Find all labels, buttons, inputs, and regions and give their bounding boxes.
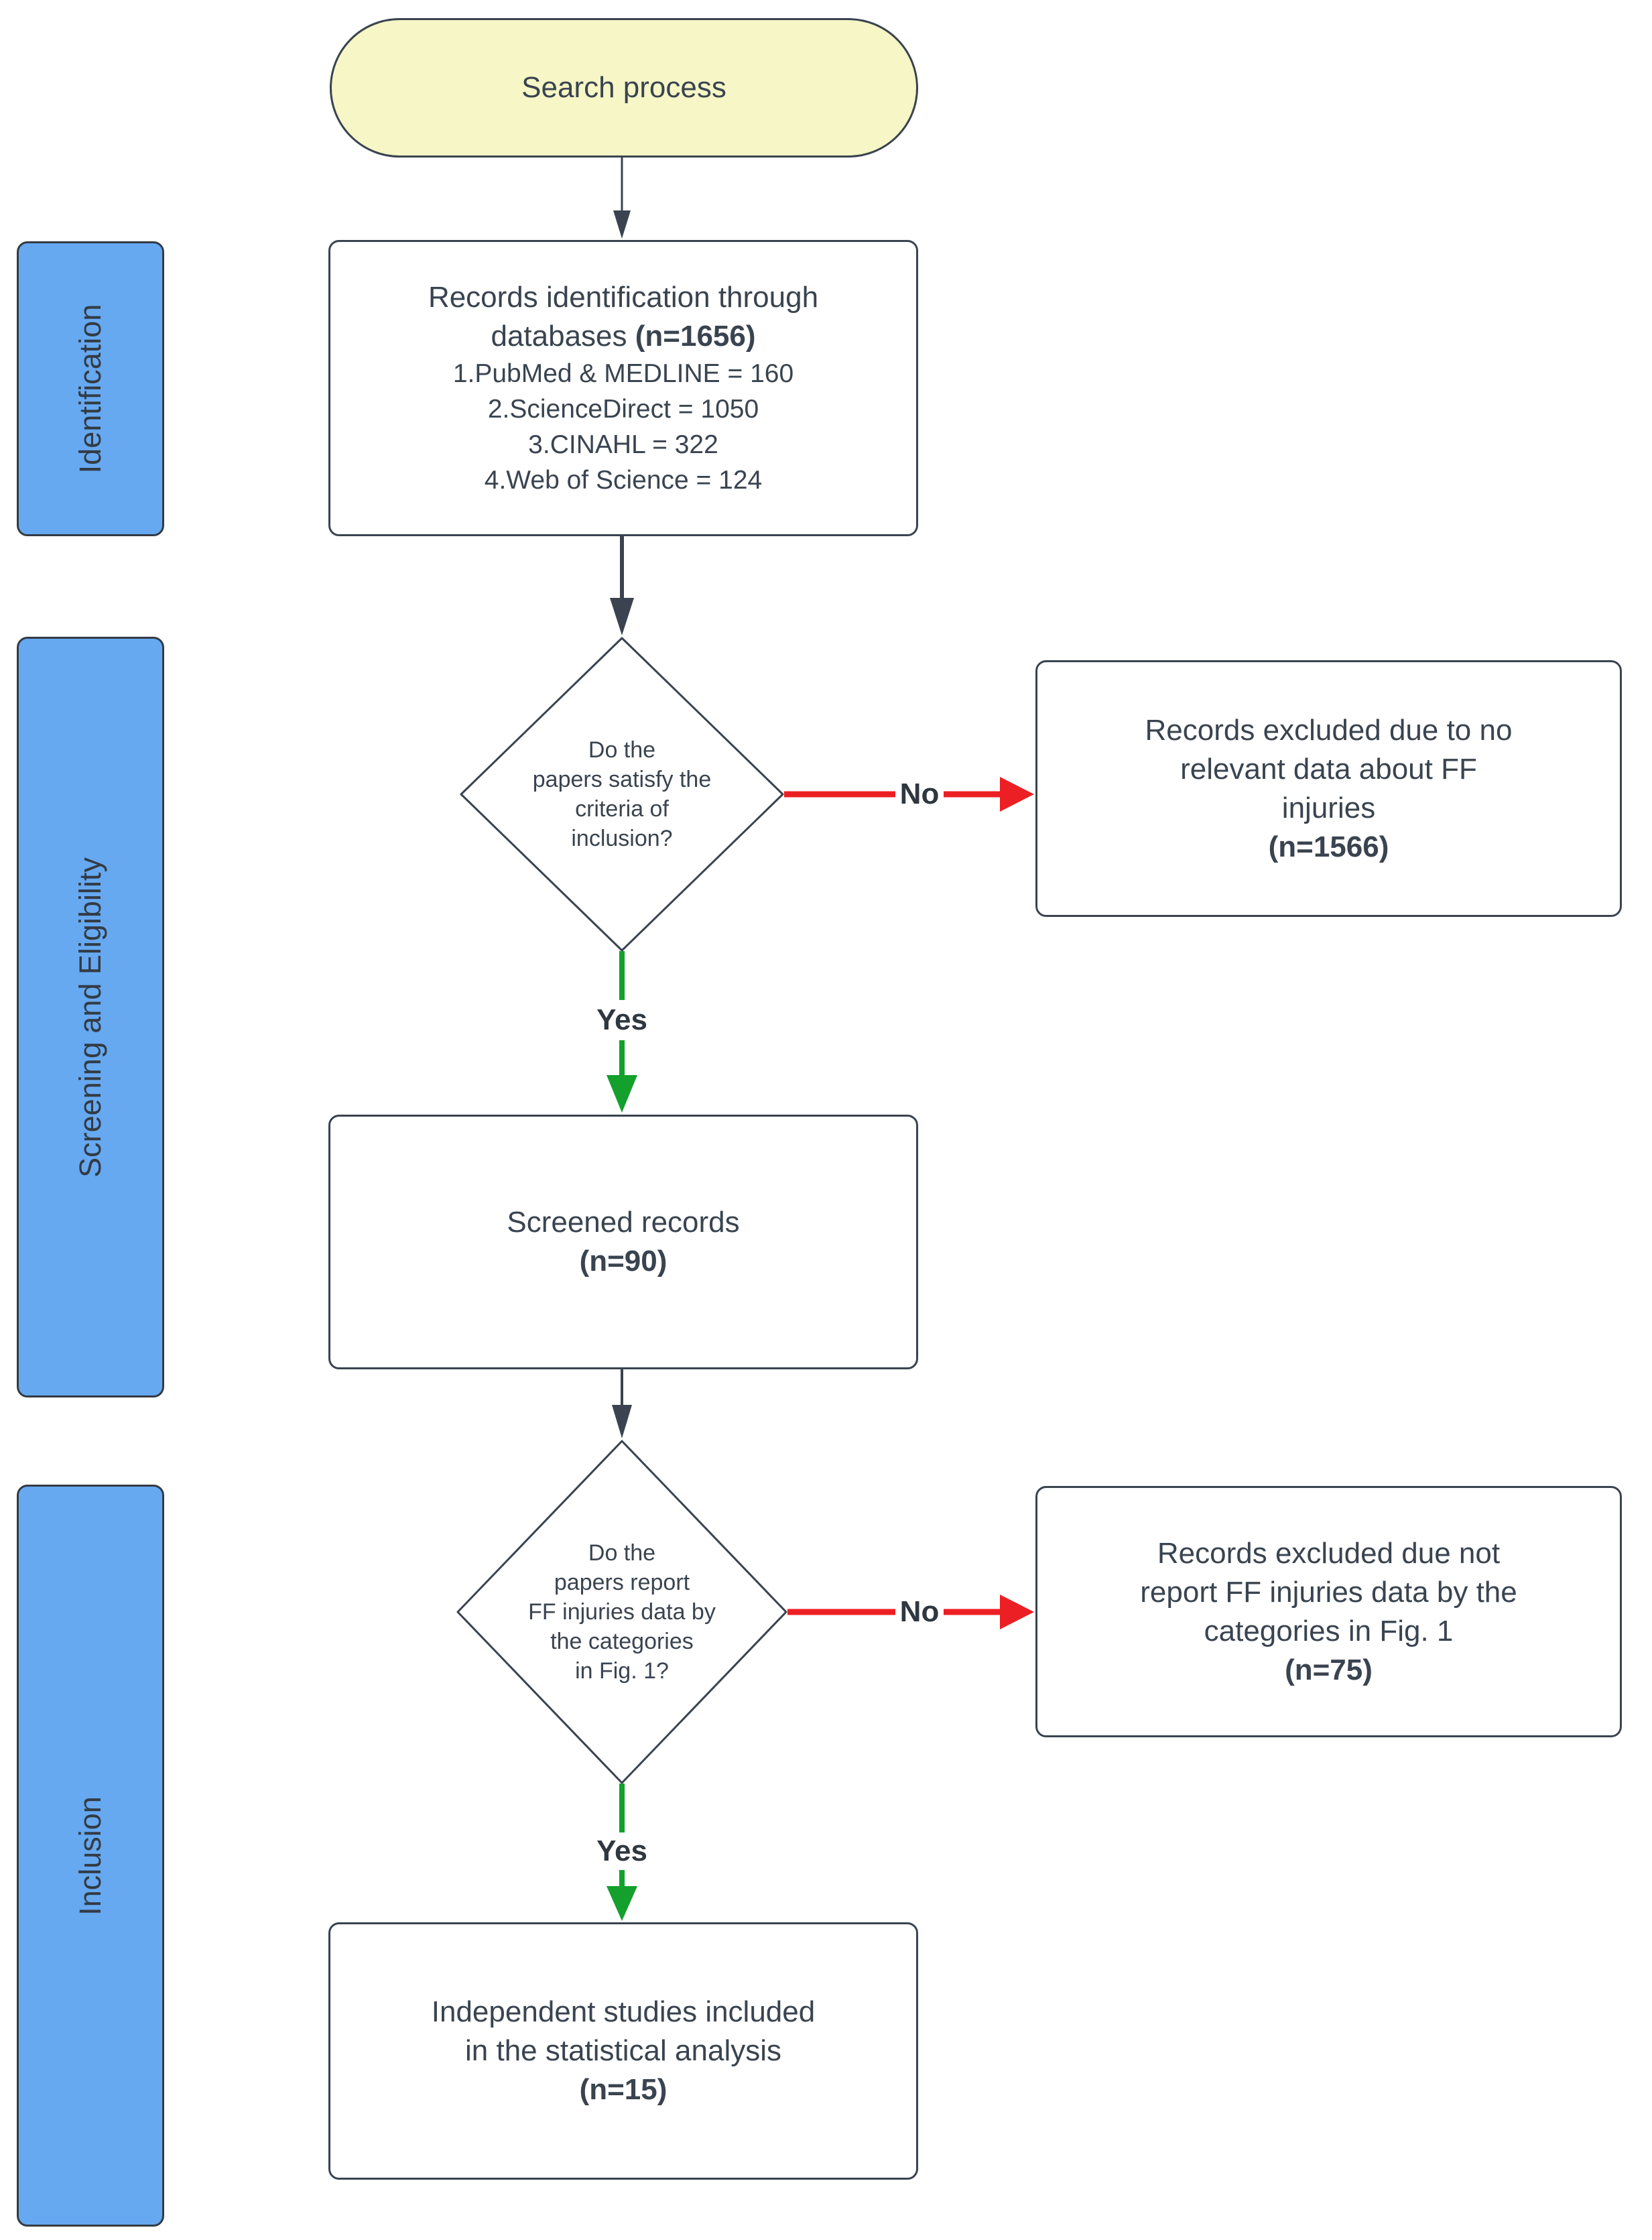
screened-records-count: (n=90) <box>579 1245 668 1278</box>
excluded1-line2: relevant data about FF <box>1180 752 1477 786</box>
yes-label-1: Yes <box>596 1003 647 1036</box>
arrow-no2-head <box>1000 1595 1034 1629</box>
database-item-web-of-science: 4.Web of Science = 124 <box>484 466 763 495</box>
decision2-line1: Do the <box>588 1540 656 1566</box>
arrow-yes1-head <box>607 1075 637 1113</box>
decision2-line4: the categories <box>550 1629 694 1654</box>
decision1-text: Do the papers satisfy the criteria of in… <box>533 735 711 853</box>
no-label-1: No <box>899 777 940 810</box>
excluded2-line1: Records excluded due not <box>1157 1536 1501 1570</box>
screened-records-label: Screened records <box>507 1206 740 1239</box>
records-identification-box: Records identification through databases… <box>328 240 918 536</box>
arrow-screened-to-decision2-head <box>612 1405 632 1438</box>
decision2-text: Do the papers report FF injuries data by… <box>528 1538 716 1686</box>
excluded2-line3: categories in Fig. 1 <box>1204 1614 1454 1647</box>
database-item-sciencedirect: 2.ScienceDirect = 1050 <box>487 395 759 424</box>
arrow-start-to-identification-head <box>613 210 631 239</box>
section-inclusion-label: Inclusion <box>73 1796 107 1916</box>
decision1-shape <box>460 637 784 952</box>
records-identification-title-line1: Records identification through <box>428 281 819 314</box>
included-line2: in the statistical analysis <box>465 2034 781 2067</box>
arrow-identification-to-decision1-head <box>610 598 634 635</box>
included-count: (n=15) <box>579 2073 668 2106</box>
excluded1-line3: injuries <box>1281 791 1376 824</box>
records-identification-title-line2: databases (n=1656) <box>491 317 755 356</box>
section-screening-eligibility-label: Screening and Eligibility <box>73 857 107 1178</box>
decision2-line3: FF injuries data by <box>528 1599 716 1625</box>
included-studies-box: Independent studies included in the stat… <box>328 1922 918 2180</box>
decision1-line4: inclusion? <box>571 826 673 851</box>
section-screening-eligibility: Screening and Eligibility <box>17 637 164 1397</box>
decision1-line3: criteria of <box>575 796 669 822</box>
excluded2-count: (n=75) <box>1285 1653 1373 1686</box>
decision2-line5: in Fig. 1? <box>575 1658 669 1684</box>
included-line1: Independent studies included <box>431 1995 816 2028</box>
excluded-box-2: Records excluded due not report FF injur… <box>1035 1486 1622 1737</box>
excluded1-line1: Records excluded due to no <box>1145 713 1513 747</box>
arrow-yes2-head <box>607 1886 637 1921</box>
no-label-2: No <box>899 1595 940 1628</box>
database-item-pubmed: 1.PubMed & MEDLINE = 160 <box>452 359 794 388</box>
screened-records-box: Screened records (n=90) <box>328 1115 918 1369</box>
start-node: Search process <box>330 18 918 158</box>
records-identification-title-line2-text: databases <box>491 320 627 353</box>
records-identification-count: (n=1656) <box>635 320 756 353</box>
arrow-no1-head <box>1000 777 1034 812</box>
excluded2-line2: report FF injuries data by the <box>1140 1575 1517 1609</box>
decision1-line2: papers satisfy the <box>532 767 712 792</box>
decision2-shape <box>456 1440 787 1784</box>
start-node-label: Search process <box>521 71 726 104</box>
section-identification: Identification <box>17 241 164 536</box>
database-item-cinahl: 3.CINAHL = 322 <box>528 430 718 459</box>
section-inclusion: Inclusion <box>17 1485 164 2227</box>
decision1-line1: Do the <box>588 737 656 763</box>
yes-label-2: Yes <box>596 1834 647 1867</box>
excluded-box-1: Records excluded due to no relevant data… <box>1035 660 1622 917</box>
decision2-line2: papers report <box>554 1570 690 1595</box>
excluded1-count: (n=1566) <box>1268 830 1389 863</box>
section-identification-label: Identification <box>73 304 107 474</box>
